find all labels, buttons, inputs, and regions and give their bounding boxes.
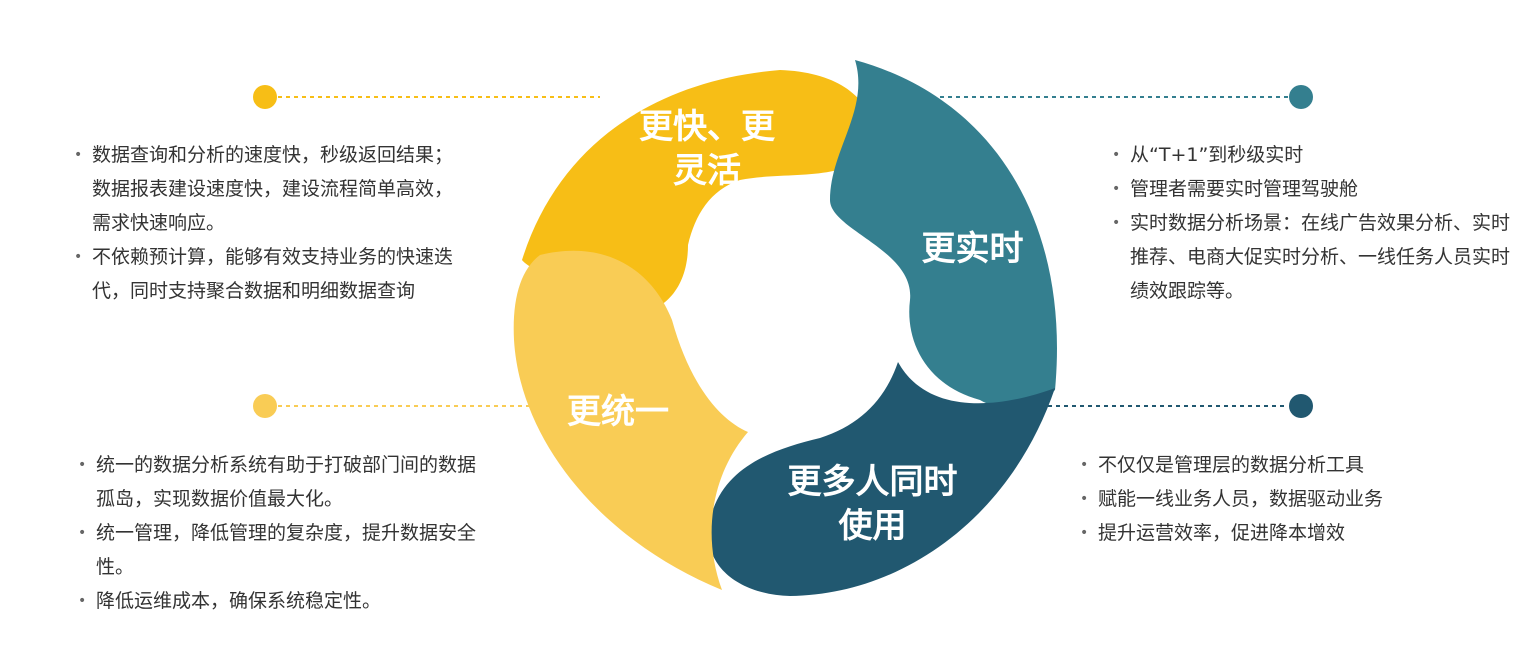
segment-shape-bottom-right bbox=[708, 362, 1055, 596]
panel-bottom-left: 统一的数据分析系统有助于打破部门间的数据孤岛，实现数据价值最大化。 统一管理，降… bbox=[78, 448, 476, 618]
bullet-item: 统一管理，降低管理的复杂度，提升数据安全性。 bbox=[78, 516, 476, 584]
connector-dot-top-left bbox=[253, 85, 277, 109]
bullet-item: 不依赖预计算，能够有效支持业务的快速迭代，同时支持聚合数据和明细数据查询 bbox=[74, 240, 466, 308]
bullet-item: 实时数据分析场景：在线广告效果分析、实时推荐、电商大促实时分析、一线任务人员实时… bbox=[1112, 206, 1510, 308]
panel-top-left: 数据查询和分析的速度快，秒级返回结果；数据报表建设速度快，建设流程简单高效，需求… bbox=[74, 138, 466, 308]
bullet-item: 数据查询和分析的速度快，秒级返回结果；数据报表建设速度快，建设流程简单高效，需求… bbox=[74, 138, 466, 240]
bullet-item: 赋能一线业务人员，数据驱动业务 bbox=[1080, 482, 1500, 516]
bullet-item: 管理者需要实时管理驾驶舱 bbox=[1112, 172, 1510, 206]
connector-dot-top-right bbox=[1289, 85, 1313, 109]
bullet-item: 不仅仅是管理层的数据分析工具 bbox=[1080, 448, 1500, 482]
panel-top-right: 从“T+1”到秒级实时 管理者需要实时管理驾驶舱 实时数据分析场景：在线广告效果… bbox=[1112, 138, 1510, 308]
panel-bottom-right: 不仅仅是管理层的数据分析工具 赋能一线业务人员，数据驱动业务 提升运营效率，促进… bbox=[1080, 448, 1500, 550]
segment-label-bottom-right: 更多人同时 使用 bbox=[787, 462, 958, 546]
bullet-item: 降低运维成本，确保系统稳定性。 bbox=[78, 584, 476, 618]
segment-label-left: 更统一 bbox=[567, 392, 669, 432]
connector-dot-bottom-left bbox=[253, 394, 277, 418]
segment-label-right: 更实时 bbox=[921, 229, 1024, 269]
segment-shape-left bbox=[513, 250, 748, 591]
bullet-item: 统一的数据分析系统有助于打破部门间的数据孤岛，实现数据价值最大化。 bbox=[78, 448, 476, 516]
segment-label-top-left: 更快、更 灵活 bbox=[639, 107, 775, 191]
bullet-item: 从“T+1”到秒级实时 bbox=[1112, 138, 1510, 172]
segment-shape-right bbox=[830, 60, 1057, 408]
connector-dot-bottom-right bbox=[1289, 394, 1313, 418]
segment-shape-top-left bbox=[522, 70, 874, 313]
bullet-item: 提升运营效率，促进降本增效 bbox=[1080, 516, 1500, 550]
